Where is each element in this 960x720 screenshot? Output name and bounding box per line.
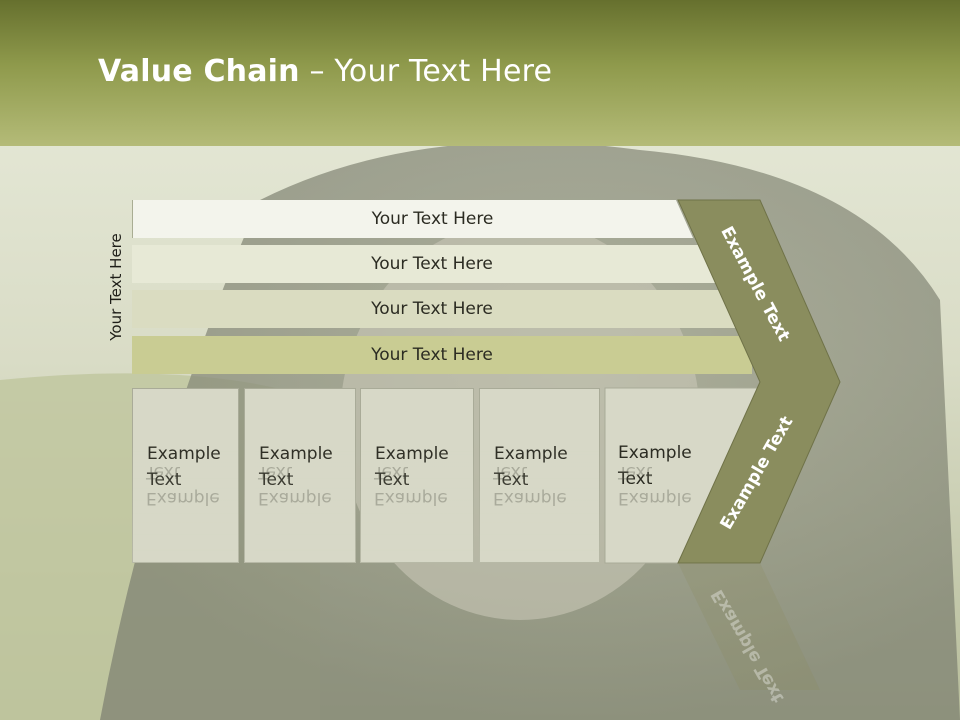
column-3-line1: Example [375,444,449,464]
column-2-reflection-line1: Example [258,488,332,508]
column-5-line1: Example [618,443,692,463]
column-3-line2: Text [375,470,410,490]
bar-2-label: Your Text Here [371,254,493,274]
column-5-line2: Text [618,469,653,489]
column-3: Example Text [360,388,474,563]
bar-3: Your Text Here [132,290,739,328]
column-3-reflection-line2: Text [374,462,409,482]
title-bar [0,0,960,146]
bar-4: Your Text Here [132,336,752,374]
column-1-reflection-line2: Text [146,462,181,482]
column-4-reflection-line1: Example [493,488,567,508]
column-5: Example Text [604,388,724,563]
column-5-reflection-line2: Text [618,462,653,482]
title-bold: Value Chain [98,54,300,89]
column-1-line2: Text [147,470,182,490]
column-3-reflection-line1: Example [374,488,448,508]
chevron-reflection [678,563,820,690]
column-1: Example Text [132,388,239,563]
column-2-reflection-line2: Text [258,462,293,482]
bar-3-label: Your Text Here [371,299,493,319]
column-4-reflection-line2: Text [493,462,528,482]
column-1-reflection-line1: Example [146,488,220,508]
column-2-line1: Example [259,444,333,464]
column-4-line2: Text [494,470,529,490]
bar-2: Your Text Here [132,245,723,283]
column-5-reflection-line1: Example [618,488,692,508]
chevron-shape [677,199,841,564]
bar-1: Your Text Here [132,200,693,238]
title-rest: – Your Text Here [299,54,553,89]
column-2: Example Text [244,388,356,563]
slide-title: Value Chain – Your Text Here [98,54,552,89]
bar-1-label: Your Text Here [371,209,494,229]
column-4-line1: Example [494,444,568,464]
column-2-line2: Text [259,470,294,490]
column-4: Example Text [479,388,600,563]
bar-4-label: Your Text Here [371,345,493,365]
column-1-line1: Example [147,444,221,464]
